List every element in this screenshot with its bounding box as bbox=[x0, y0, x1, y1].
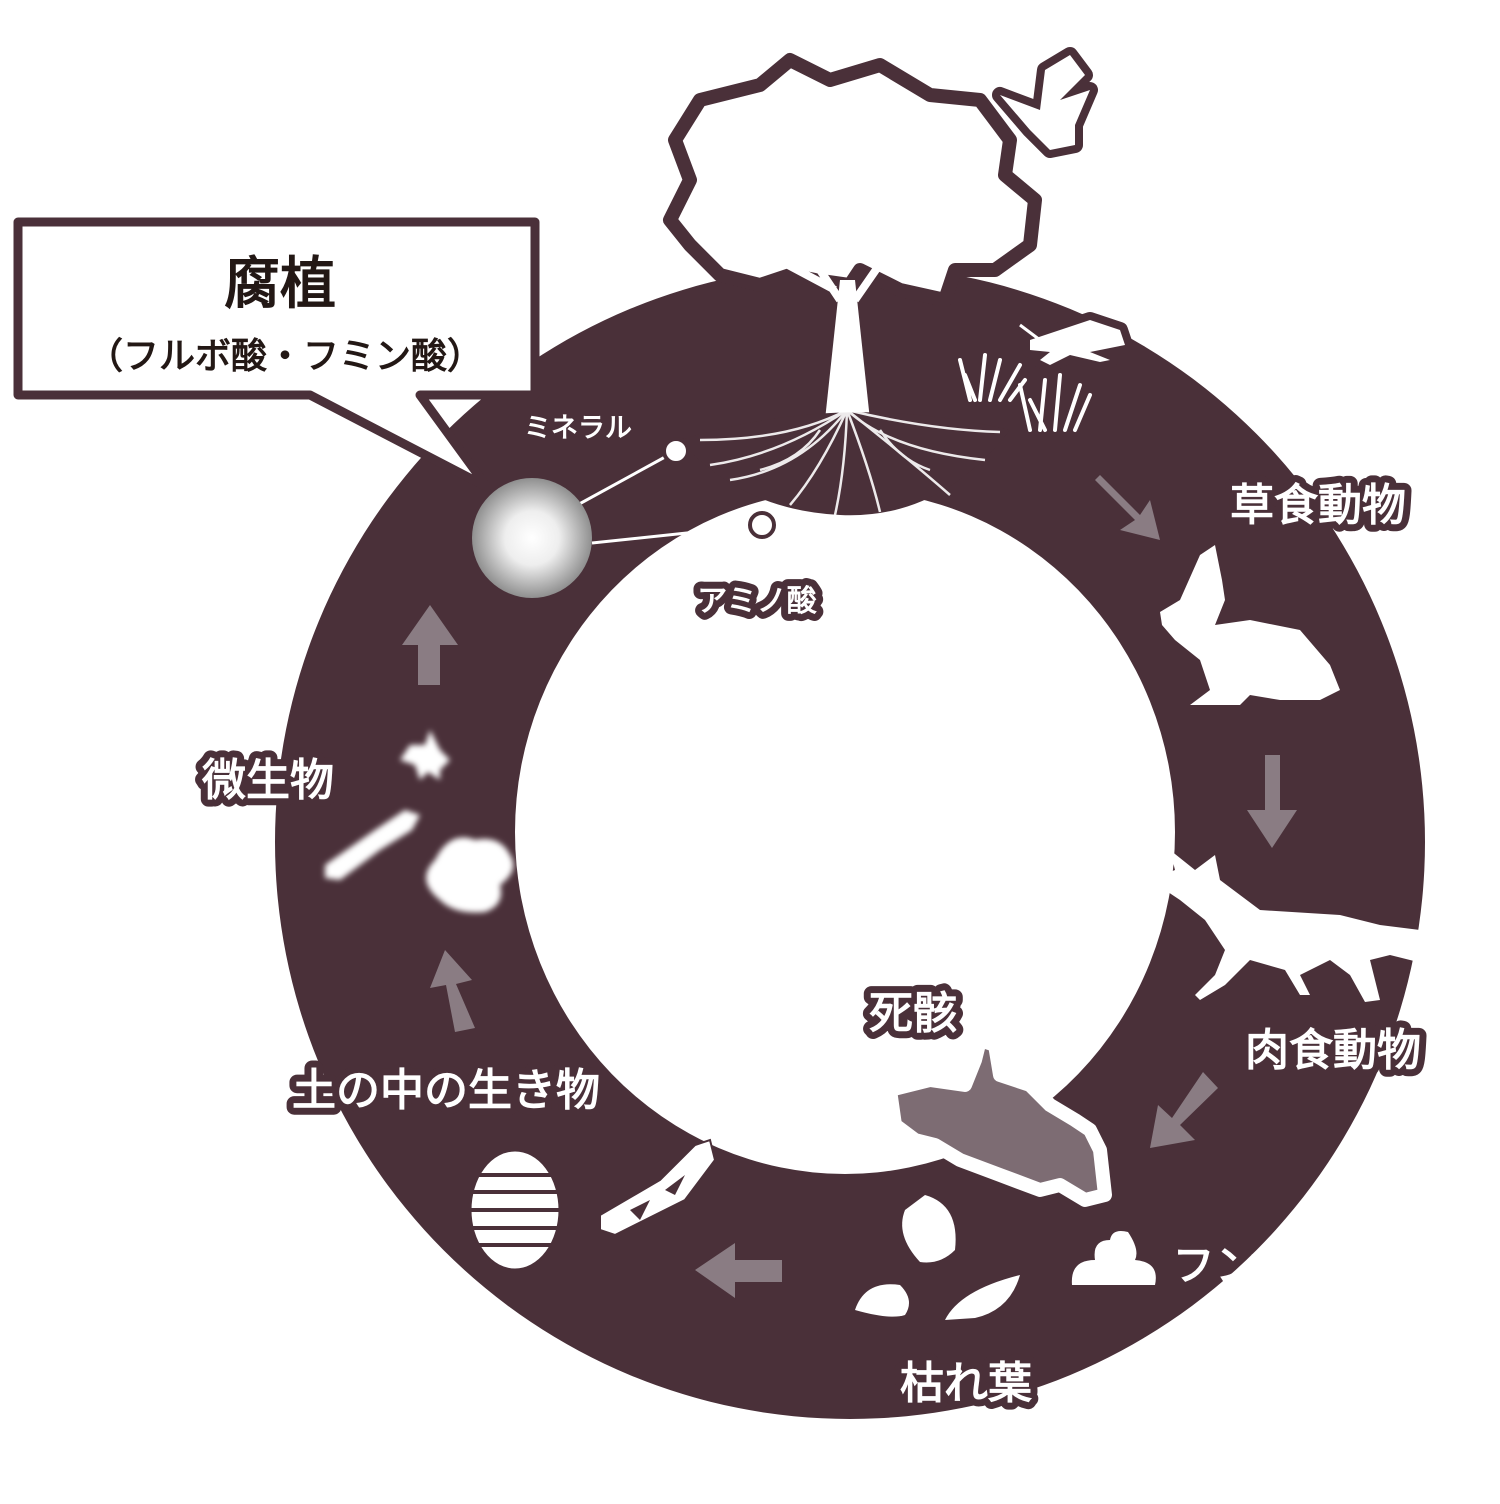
arrow-3 bbox=[1150, 1072, 1218, 1148]
label-soil-creatures: 土の中の生き物 bbox=[292, 1065, 600, 1116]
label-herbivore: 草食動物 bbox=[1230, 480, 1406, 531]
carcass-icon bbox=[883, 1033, 1112, 1207]
arrow-2 bbox=[1247, 755, 1297, 848]
label-dead-leaves: 枯れ葉 bbox=[900, 1358, 1033, 1409]
grass-icon bbox=[958, 353, 1092, 432]
arrow-1 bbox=[1085, 475, 1160, 540]
millipede-icon bbox=[599, 1138, 717, 1237]
tree-icon bbox=[663, 53, 1042, 516]
fox-icon bbox=[1150, 850, 1445, 1002]
grasshopper-icon bbox=[1019, 312, 1133, 373]
arrow-4 bbox=[695, 1243, 782, 1298]
label-carcass: 死骸 bbox=[869, 988, 957, 1039]
callout-subtitle: （フルボ酸・フミン酸） bbox=[87, 336, 483, 377]
label-carnivore: 肉食動物 bbox=[1245, 1025, 1421, 1076]
humus-callout: 腐植 （フルボ酸・フミン酸） bbox=[13, 217, 540, 492]
humus-sphere-icon bbox=[472, 478, 592, 598]
humus-connectors bbox=[571, 449, 763, 545]
callout-title: 腐植 bbox=[224, 252, 336, 317]
mineral-node bbox=[662, 437, 690, 465]
bird-icon bbox=[992, 47, 1098, 158]
feces-icon bbox=[1071, 1231, 1156, 1285]
label-feces: フン bbox=[1173, 1241, 1258, 1290]
cycle-arrows bbox=[402, 475, 1297, 1298]
microbe-icon bbox=[325, 730, 514, 913]
rabbit-icon bbox=[1160, 545, 1340, 705]
arrow-6 bbox=[402, 605, 458, 685]
label-microbes: 微生物 bbox=[201, 755, 334, 806]
pillbug-icon bbox=[468, 1148, 562, 1272]
arrow-5 bbox=[430, 950, 475, 1032]
amino-acid-node bbox=[748, 511, 776, 539]
label-amino-acid: アミノ酸 bbox=[697, 584, 817, 619]
leaf-icon bbox=[855, 1195, 1020, 1320]
label-mineral: ミネラル bbox=[524, 413, 632, 444]
